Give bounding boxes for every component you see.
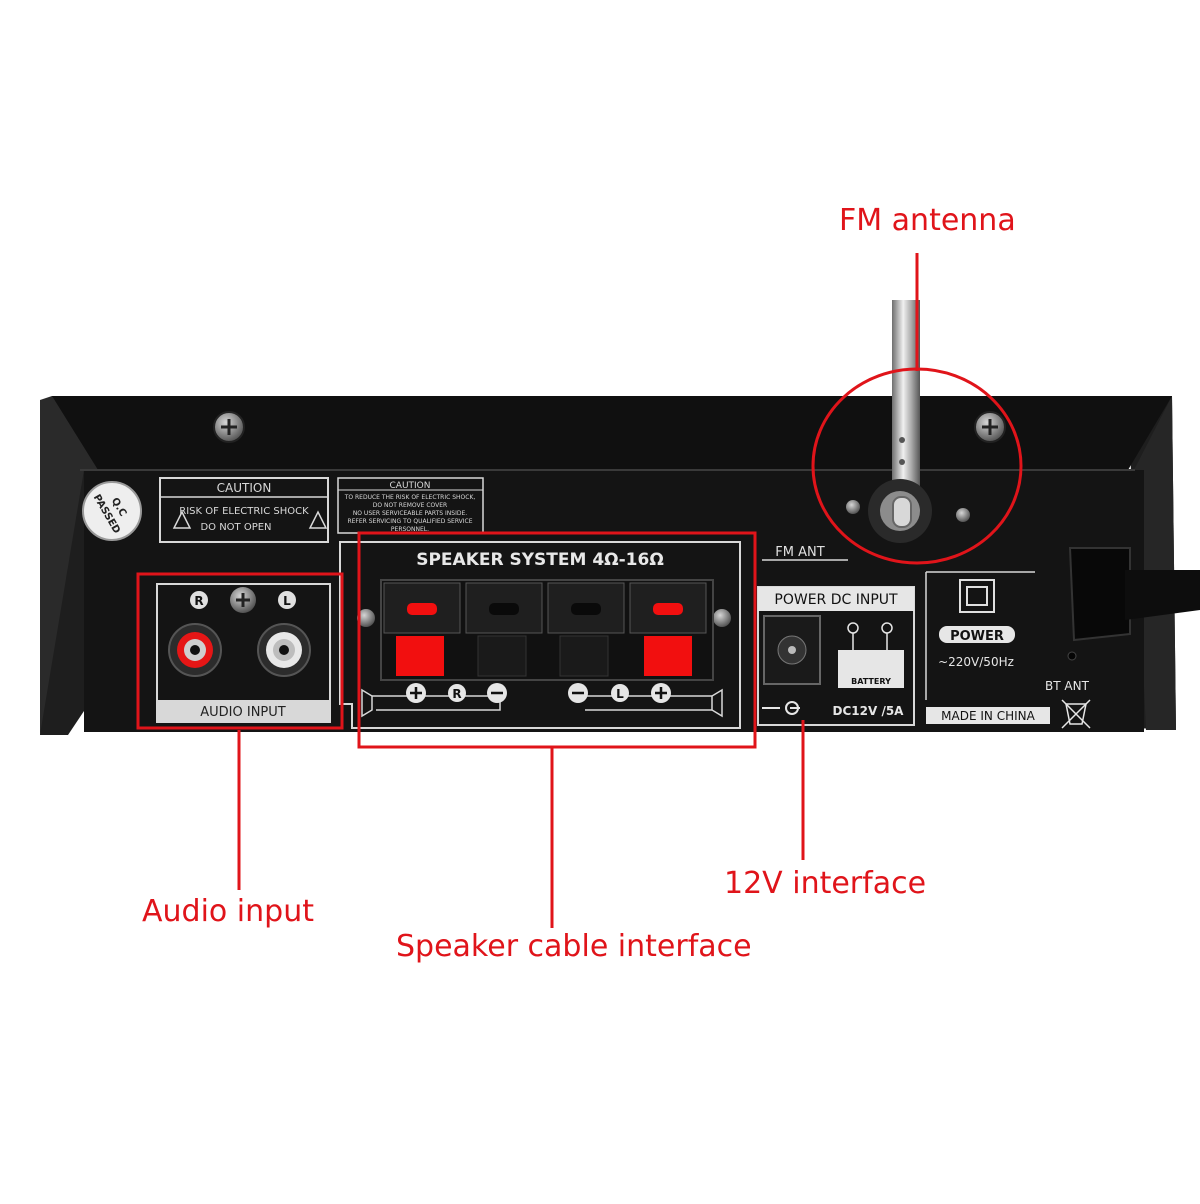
screw-icon xyxy=(974,411,1006,443)
speaker-terminal-r-plus[interactable] xyxy=(383,582,461,676)
minus-icon xyxy=(568,683,588,703)
audio-input-panel: AUDIO INPUT R L xyxy=(156,583,331,723)
caution-right-line: NO USER SERVICEABLE PARTS INSIDE. xyxy=(353,510,467,517)
power-block: POWER ~220V/50Hz MADE IN CHINA xyxy=(925,571,1091,729)
speaker-terminal-l-minus[interactable] xyxy=(547,582,625,677)
audio-r-mark: R xyxy=(194,594,203,608)
caution-label-left: CAUTION RISK OF ELECTRIC SHOCK DO NOT OP… xyxy=(159,477,329,543)
chassis-right-side xyxy=(1134,396,1176,730)
shock-warning-icon xyxy=(172,510,328,529)
callout-speaker-cable: Speaker cable interface xyxy=(396,929,752,964)
power-cable xyxy=(1068,547,1200,642)
callout-audio-input: Audio input xyxy=(142,894,314,929)
audio-l-mark: L xyxy=(283,594,291,608)
screw-icon xyxy=(213,411,245,443)
speaker-l-mark: L xyxy=(616,687,624,701)
fm-ant-label: FM ANT xyxy=(775,545,824,560)
speaker-r-mark: R xyxy=(452,687,461,701)
bt-ant-label: BT ANT xyxy=(1045,679,1090,693)
minus-icon xyxy=(487,683,507,703)
caution-left-title: CAUTION xyxy=(217,481,272,495)
caution-right-line: TO REDUCE THE RISK OF ELECTRIC SHOCK, xyxy=(344,494,476,501)
plus-icon xyxy=(406,683,426,703)
plus-icon xyxy=(651,683,671,703)
audio-input-label: AUDIO INPUT xyxy=(200,705,286,720)
rca-jack-left[interactable] xyxy=(257,623,311,677)
power-dc-input-panel: POWER DC INPUT BATTERY DC12V /5A xyxy=(757,586,915,726)
callout-frames xyxy=(136,253,1023,928)
made-in-label: MADE IN CHINA xyxy=(941,709,1035,723)
callout-12v-interface: 12V interface xyxy=(724,866,927,901)
battery-label: BATTERY xyxy=(851,677,891,686)
callout-fm-antenna: FM antenna xyxy=(839,203,1016,238)
screw-icon xyxy=(357,609,375,627)
speaker-terminal-r-minus[interactable] xyxy=(465,582,543,677)
speaker-system-panel: SPEAKER SYSTEM 4Ω-16Ω xyxy=(339,541,741,729)
caution-right-line: DO NOT REMOVE COVER xyxy=(373,502,447,509)
audio-input-highlight xyxy=(136,572,344,730)
caution-right-line: PERSONNEL. xyxy=(391,526,429,533)
caution-left-line2: DO NOT OPEN xyxy=(200,522,271,533)
caution-left-line1: RISK OF ELECTRIC SHOCK xyxy=(179,506,309,517)
screw-icon xyxy=(713,609,731,627)
speaker-horn-icon xyxy=(361,688,723,718)
qc-sticker: Q.C PASSED xyxy=(82,481,142,541)
dc-jack[interactable] xyxy=(763,615,821,685)
power-switch-icon xyxy=(959,579,995,613)
power-dc-title: POWER DC INPUT xyxy=(774,592,898,608)
speaker-highlight xyxy=(357,531,757,749)
weee-bin-icon xyxy=(1061,699,1091,729)
caution-label-right: CAUTION TO REDUCE THE RISK OF ELECTRIC S… xyxy=(337,477,484,534)
caution-right-title: CAUTION xyxy=(390,481,431,491)
power-rating: ~220V/50Hz xyxy=(938,655,1014,669)
screw-icon xyxy=(230,587,256,613)
rca-jack-right[interactable] xyxy=(168,623,222,677)
battery-icon: BATTERY xyxy=(838,622,904,688)
speaker-system-title: SPEAKER SYSTEM 4Ω-16Ω xyxy=(416,550,664,570)
caution-right-line: REFER SERVICING TO QUALIFIED SERVICE xyxy=(347,518,472,525)
chassis-left-side xyxy=(40,396,98,735)
fm-antenna[interactable] xyxy=(846,300,970,543)
speaker-terminal-l-plus[interactable] xyxy=(629,582,707,676)
power-dc-rating: DC12V /5A xyxy=(833,704,905,718)
power-label: POWER xyxy=(950,629,1004,644)
